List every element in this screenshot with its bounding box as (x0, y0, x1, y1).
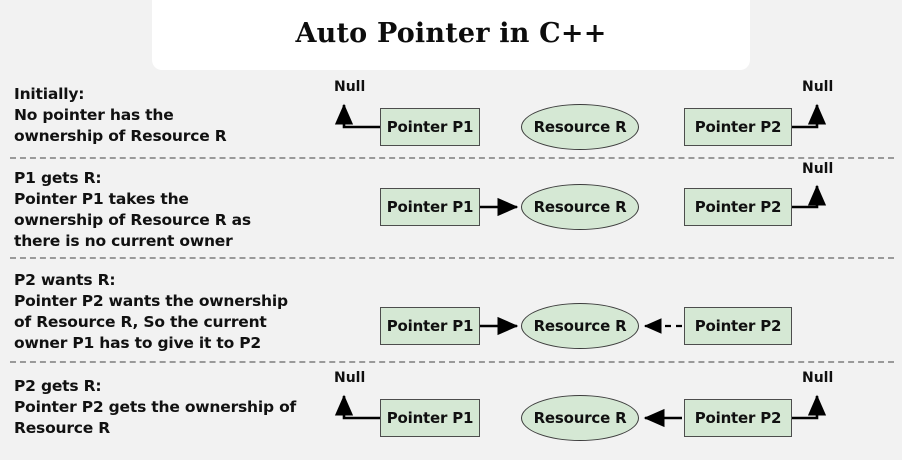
row-p2-gets-r: P2 gets R: Pointer P2 gets the ownership… (0, 366, 902, 460)
row-edges (334, 103, 827, 129)
row-caption: Initially: No pointer has the ownership … (14, 85, 227, 145)
node-pointer-p1[interactable]: Pointer P1 (380, 307, 480, 345)
row-initially: Initially: No pointer has the ownership … (0, 75, 902, 155)
node-resource-r[interactable]: Resource R (521, 104, 639, 150)
row-divider (10, 361, 894, 363)
edge-p2-null (792, 184, 827, 209)
row-diagram: Null Null Pointer P1 Resource R Pointer … (318, 366, 902, 460)
node-pointer-p1[interactable]: Pointer P1 (380, 108, 480, 146)
node-resource-r[interactable]: Resource R (521, 303, 639, 349)
page-title: Auto Pointer in C++ (295, 17, 607, 49)
node-pointer-p1[interactable]: Pointer P1 (380, 188, 480, 226)
row-caption: P2 wants R: Pointer P2 wants the ownersh… (14, 271, 288, 352)
node-pointer-p1[interactable]: Pointer P1 (380, 399, 480, 437)
row-edges (480, 316, 682, 336)
row-divider (10, 157, 894, 159)
null-label-left: Null (334, 79, 366, 95)
null-label-right: Null (802, 370, 834, 386)
edge-p2-null (792, 103, 827, 129)
row-p1-gets-r: P1 gets R: Pointer P1 takes the ownershi… (0, 160, 902, 255)
null-label-right: Null (802, 79, 834, 95)
row-p2-wants-r: P2 wants R: Pointer P2 wants the ownersh… (0, 262, 902, 358)
row-caption: P1 gets R: Pointer P1 takes the ownershi… (14, 169, 251, 250)
row-edges (480, 184, 827, 217)
null-label-right: Null (802, 161, 834, 177)
edge-p2-null (792, 394, 827, 420)
node-resource-r[interactable]: Resource R (521, 184, 639, 230)
row-divider (10, 257, 894, 259)
null-label-left: Null (334, 370, 366, 386)
row-diagram: Null Pointer P1 Resource R Pointer P2 (318, 160, 902, 255)
node-pointer-p2[interactable]: Pointer P2 (684, 188, 792, 226)
row-diagram: Null Null Pointer P1 Resource R Pointer … (318, 75, 902, 155)
node-pointer-p2[interactable]: Pointer P2 (684, 307, 792, 345)
row-caption: P2 gets R: Pointer P2 gets the ownership… (14, 377, 297, 437)
node-resource-r[interactable]: Resource R (521, 395, 639, 441)
row-edges (334, 394, 827, 428)
node-pointer-p2[interactable]: Pointer P2 (684, 108, 792, 146)
row-diagram: Pointer P1 Resource R Pointer P2 (318, 262, 902, 358)
edge-p1-null (334, 394, 380, 420)
node-pointer-p2[interactable]: Pointer P2 (684, 399, 792, 437)
title-card: Auto Pointer in C++ (152, 0, 750, 70)
edge-p1-null (334, 103, 380, 129)
